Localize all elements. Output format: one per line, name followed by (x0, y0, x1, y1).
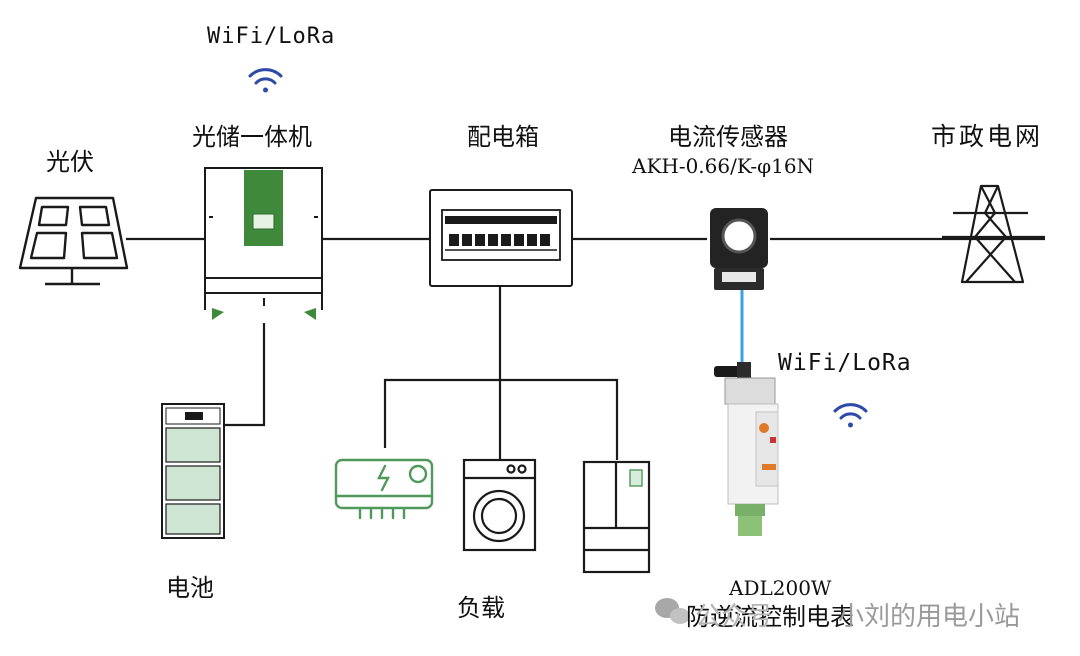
tower-icon (942, 184, 1045, 284)
watermark-prefix: 公众号 (695, 602, 774, 632)
current-sensor-label: 电流传感器 (668, 123, 788, 151)
battery-label: 电池 (166, 574, 214, 602)
battery-stack (161, 403, 225, 539)
adl200w-meter-device (714, 362, 779, 536)
wifi-label-right: WiFi/LoRa (778, 350, 912, 376)
load-label: 负载 (457, 594, 505, 622)
meter-name-label: 防逆流控制电表 (686, 603, 854, 631)
air-conditioner-icon (334, 458, 434, 520)
wifi-icon (833, 403, 868, 428)
grid-label: 市政电网 (931, 122, 1044, 151)
distribution-box-label: 配电箱 (467, 123, 539, 151)
hybrid-inverter (204, 167, 323, 320)
solar-panel-icon (18, 196, 129, 286)
distribution-box (429, 189, 573, 287)
watermark-name: 小刘的用电小站 (838, 602, 1021, 632)
pv-label: 光伏 (46, 148, 94, 176)
wiring (126, 237, 1045, 460)
meter-model-label: ADL200W (729, 576, 832, 600)
refrigerator-icon (582, 460, 651, 574)
sensor-model-label: AKH-0.66/K-φ16N (632, 154, 815, 178)
inverter-label: 光储一体机 (192, 123, 312, 151)
wifi-label-top: WiFi/LoRa (207, 24, 336, 49)
washing-machine-icon (462, 458, 537, 552)
current-sensor-device (710, 208, 768, 290)
wechat-icon (655, 598, 690, 624)
wifi-icon (248, 68, 283, 93)
